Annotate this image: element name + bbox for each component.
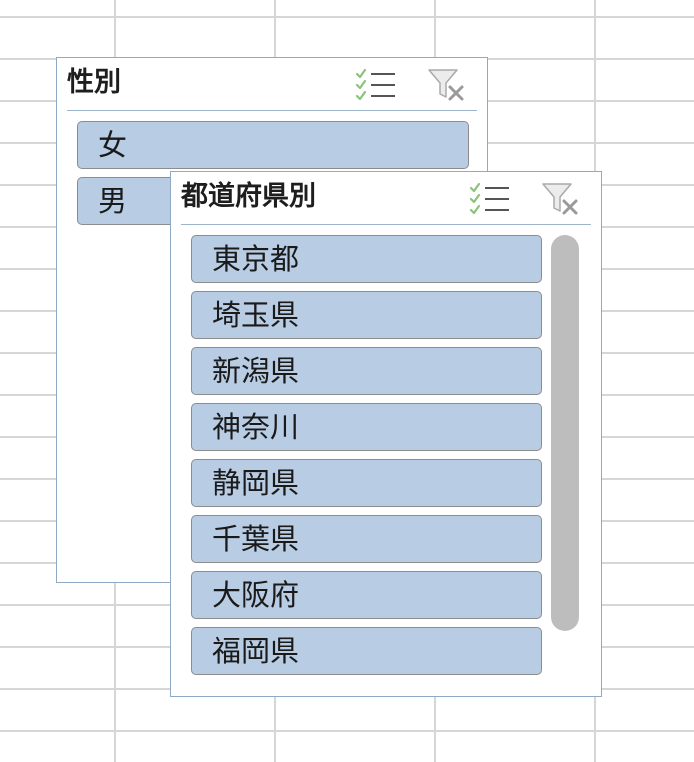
slicer-item-kanagawa[interactable]: 神奈川	[191, 403, 542, 451]
clear-filter-button[interactable]	[541, 181, 581, 217]
multi-select-button[interactable]	[355, 67, 397, 103]
slicer-item-shizuoka[interactable]: 静岡県	[191, 459, 542, 507]
scrollbar-thumb[interactable]	[551, 235, 579, 631]
multi-select-icon	[469, 182, 509, 215]
slicer-item-tokyo[interactable]: 東京都	[191, 235, 542, 283]
slicer-item-fukuoka[interactable]: 福岡県	[191, 627, 542, 675]
clear-filter-icon	[428, 69, 464, 101]
multi-select-icon	[355, 68, 395, 101]
slicer-item-osaka[interactable]: 大阪府	[191, 571, 542, 619]
slicer-item-chiba[interactable]: 千葉県	[191, 515, 542, 563]
slicer-header: 性別	[67, 58, 477, 111]
slicer-item-female[interactable]: 女	[77, 121, 469, 169]
slicer-item-saitama[interactable]: 埼玉県	[191, 291, 542, 339]
slicer-header: 都道府県別	[181, 172, 591, 225]
multi-select-button[interactable]	[469, 181, 511, 217]
slicer-title: 性別	[67, 67, 121, 98]
slicer-item-list: 東京都 埼玉県 新潟県 神奈川 静岡県 千葉県 大阪府 福岡県	[191, 235, 542, 683]
clear-filter-button[interactable]	[427, 67, 467, 103]
slicer-item-niigata[interactable]: 新潟県	[191, 347, 542, 395]
slicer-title: 都道府県別	[181, 181, 316, 212]
clear-filter-icon	[542, 183, 578, 215]
slicer-prefecture[interactable]: 都道府県別	[170, 171, 602, 697]
